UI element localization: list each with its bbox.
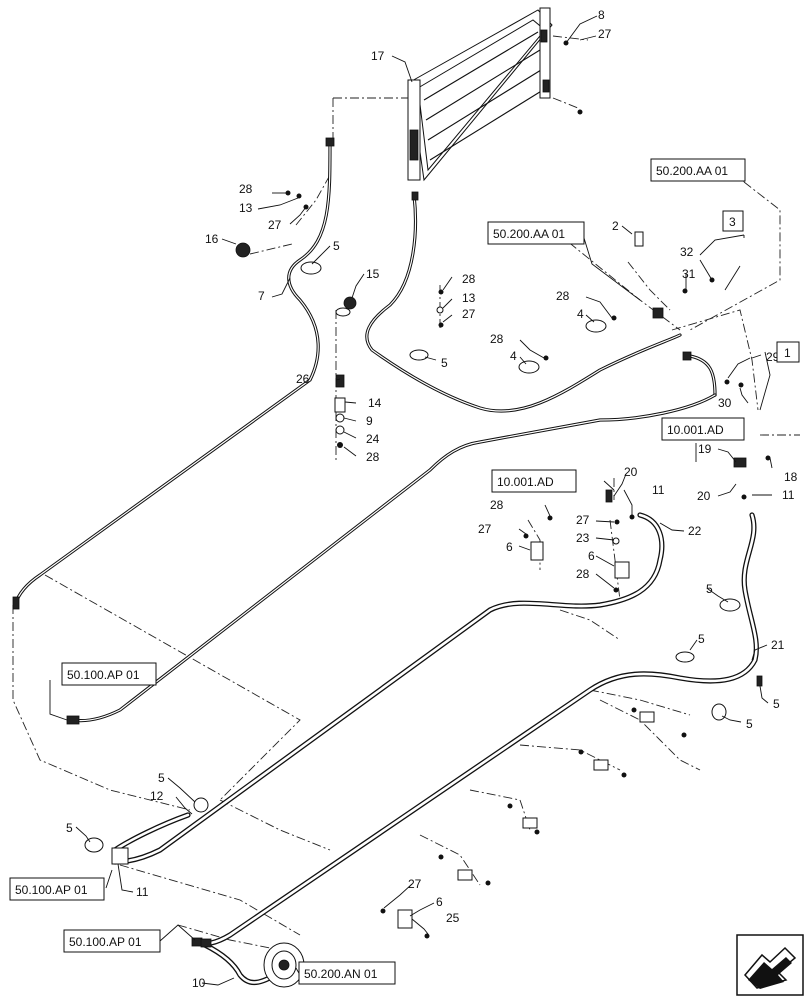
- callout-14: 14: [368, 396, 382, 410]
- reference-boxes[interactable]: 50.200.AA 01 50.200.AA 01 10.001.AD 10.0…: [9, 158, 746, 985]
- callout-16: 16: [205, 232, 219, 246]
- callout-28f: 28: [490, 498, 504, 512]
- callout-25: 25: [446, 911, 460, 925]
- callout-28b: 28: [462, 272, 476, 286]
- callout-18: 18: [784, 470, 798, 484]
- boxed-number-3-box: [722, 210, 744, 232]
- callout-5h: 5: [66, 821, 73, 835]
- callout-11a: 11: [652, 483, 665, 497]
- svg-text:50.100.AP 01: 50.100.AP 01: [15, 883, 88, 897]
- callout-19: 19: [698, 442, 712, 456]
- callout-13a: 13: [239, 201, 253, 215]
- boxed-callouts: 3 1: [722, 210, 800, 363]
- callout-6a: 6: [506, 540, 513, 554]
- boxed-number-1-box: [776, 341, 800, 363]
- callout-26: 26: [296, 372, 310, 386]
- svg-text:10.001.AD: 10.001.AD: [667, 423, 724, 437]
- hose-lines: [13, 140, 759, 986]
- ref-50-200-aa-01-mid[interactable]: 50.200.AA 01: [487, 221, 585, 245]
- hardware-parts: [12, 40, 771, 988]
- condenser: [407, 7, 553, 182]
- callout-11b: 11: [782, 488, 795, 502]
- callout-23: 23: [576, 531, 590, 545]
- callout-27e: 27: [576, 513, 590, 527]
- callout-5d: 5: [698, 632, 705, 646]
- callout-8: 8: [598, 8, 605, 22]
- callout-4b: 4: [510, 349, 517, 363]
- callout-labels: 1 2 3 4 4 5 5 5 5 5 5 5 5 5 6 6 6 6 7 8 …: [66, 8, 798, 990]
- callout-4: 4: [577, 307, 584, 321]
- callout-5c: 5: [706, 582, 713, 596]
- callout-22: 22: [688, 524, 702, 538]
- callout-28a: 28: [239, 182, 253, 196]
- callout-32: 32: [680, 245, 694, 259]
- callout-27d: 27: [478, 522, 492, 536]
- callout-27c: 27: [462, 307, 476, 321]
- callout-2: 2: [612, 219, 619, 233]
- callout-6b: 6: [588, 549, 595, 563]
- callout-21: 21: [771, 638, 785, 652]
- callout-20a: 20: [624, 465, 638, 479]
- svg-text:50.200.AN 01: 50.200.AN 01: [304, 967, 378, 981]
- callout-12: 12: [150, 789, 164, 803]
- svg-text:50.200.AA 01: 50.200.AA 01: [656, 164, 728, 178]
- leader-lines: [49, 15, 773, 986]
- boxed-number-1: 1: [784, 346, 791, 360]
- ref-50-100-ap-01-lower[interactable]: 50.100.AP 01: [9, 877, 105, 901]
- ref-50-100-ap-01-left[interactable]: 50.100.AP 01: [61, 662, 157, 686]
- callout-27f: 27: [408, 877, 422, 891]
- callout-28e: 28: [366, 450, 380, 464]
- svg-text:50.200.AA 01: 50.200.AA 01: [493, 227, 565, 241]
- ref-10-001-ad-mid[interactable]: 10.001.AD: [491, 469, 577, 493]
- callout-5g: 5: [158, 771, 165, 785]
- callout-5f: 5: [746, 717, 753, 731]
- callout-28d: 28: [490, 332, 504, 346]
- callout-27a: 27: [598, 27, 612, 41]
- callout-9: 9: [366, 414, 373, 428]
- callout-5b: 5: [441, 356, 448, 370]
- callout-24: 24: [366, 432, 380, 446]
- ref-50-200-an-01[interactable]: 50.200.AN 01: [298, 961, 396, 985]
- page-forward-arrow-icon[interactable]: [736, 934, 804, 996]
- ref-50-200-aa-01-top[interactable]: 50.200.AA 01: [650, 158, 746, 182]
- callout-13b: 13: [462, 291, 476, 305]
- callout-28c: 28: [556, 289, 570, 303]
- svg-text:50.100.AP 01: 50.100.AP 01: [67, 668, 140, 682]
- svg-text:50.100.AP 01: 50.100.AP 01: [69, 935, 142, 949]
- callout-20b: 20: [697, 489, 711, 503]
- ref-50-100-ap-01-bottom[interactable]: 50.100.AP 01: [63, 929, 161, 953]
- callout-5e: 5: [773, 697, 780, 711]
- callout-28g: 28: [576, 567, 590, 581]
- callout-6c: 6: [436, 895, 443, 909]
- callout-17: 17: [371, 49, 385, 63]
- callout-31: 31: [682, 267, 696, 281]
- callout-11c: 11: [136, 885, 149, 899]
- callout-5a: 5: [333, 239, 340, 253]
- callout-30: 30: [718, 396, 732, 410]
- boxed-number-3: 3: [729, 215, 736, 229]
- callout-15: 15: [366, 267, 380, 281]
- svg-text:10.001.AD: 10.001.AD: [497, 475, 554, 489]
- callout-27b: 27: [268, 218, 282, 232]
- callout-7: 7: [258, 289, 265, 303]
- callout-10: 10: [192, 976, 206, 990]
- ref-10-001-ad-right[interactable]: 10.001.AD: [661, 417, 745, 441]
- callout-29: 29: [766, 350, 780, 364]
